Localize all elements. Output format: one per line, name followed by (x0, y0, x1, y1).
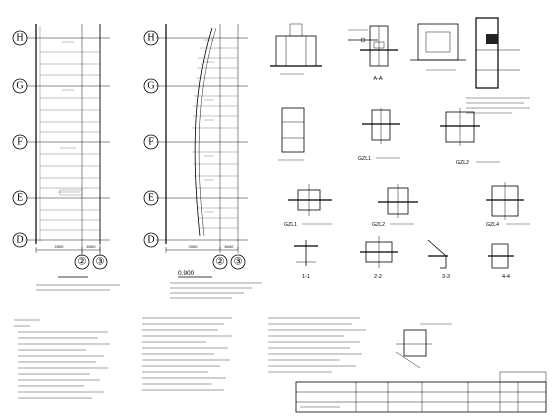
axis-label-f-mid: F (148, 137, 154, 148)
detail-aa-top (348, 29, 378, 43)
col-label-2-mid: ② (216, 257, 225, 268)
detail-gzl1-lower: GZL1 (284, 184, 332, 228)
left-axis-bubbles: H G F E D (12, 30, 28, 248)
axis-label-f: F (17, 137, 23, 148)
left-plan: H G F E D 2000 6000 ② ③ (12, 24, 120, 291)
middle-axis-bubbles: H G F E D (143, 30, 159, 248)
general-notes (14, 317, 366, 399)
axis-label-h: H (16, 33, 23, 44)
detail-connection-1 (270, 23, 322, 75)
section-2-2: 2-2 (360, 236, 398, 280)
detail-label-gzl2-lower: GZL2 (372, 222, 385, 228)
detail-label-gzl4: GZL4 (486, 222, 499, 228)
elevation-label: 0.900 (178, 270, 195, 277)
section-label-3-3: 3-3 (442, 274, 450, 280)
detail-column-base-right (410, 23, 466, 71)
axis-label-d: D (16, 235, 23, 246)
title-block (295, 371, 547, 413)
axis-label-d-mid: D (147, 235, 154, 246)
section-label-aa: A-A (373, 76, 383, 82)
section-label-2-2: 2-2 (374, 274, 382, 280)
detail-gzl4: GZL4 (486, 182, 530, 228)
detail-label-gzl1: GZL1 (358, 156, 371, 162)
dim-left-plan-6000: 6000 (87, 244, 97, 249)
detail-beam-end (278, 107, 305, 161)
detail-gzl2: GZL2 (440, 108, 500, 166)
dim-left-plan-2000: 2000 (55, 244, 65, 249)
axis-label-e: E (17, 193, 23, 204)
middle-plan: H G F E D 2000 6000 ② ③ 0.900 (143, 24, 262, 299)
axis-label-h-mid: H (147, 33, 154, 44)
col-label-3-left: ③ (96, 257, 105, 268)
axis-label-g-mid: G (147, 81, 154, 92)
detail-label-gzl2-top: GZL2 (456, 160, 469, 166)
col-label-3-mid: ③ (234, 257, 243, 268)
section-label-1-1: 1-1 (302, 274, 310, 280)
section-3-3: 3-3 (427, 239, 450, 280)
section-1-1: 1-1 (294, 240, 318, 280)
section-label-4-4: 4-4 (502, 274, 510, 280)
dim-mid-plan-6000: 6000 (225, 244, 235, 249)
section-4-4: 4-4 (488, 243, 514, 280)
detail-label-gzl1-lower: GZL1 (284, 222, 297, 228)
detail-wall-connection (466, 17, 530, 114)
detail-gzl1: GZL1 (358, 108, 400, 162)
axis-label-e-mid: E (148, 193, 154, 204)
detail-stair-bracket (395, 323, 452, 369)
detail-aa: A-A (360, 25, 398, 82)
col-label-2-left: ② (78, 257, 87, 268)
detail-gzl2-lower: GZL2 (372, 184, 418, 228)
middle-plan-beams (192, 39, 238, 229)
left-plan-beams (39, 26, 100, 242)
axis-label-g: G (16, 81, 23, 92)
dim-mid-plan-2000: 2000 (189, 244, 199, 249)
